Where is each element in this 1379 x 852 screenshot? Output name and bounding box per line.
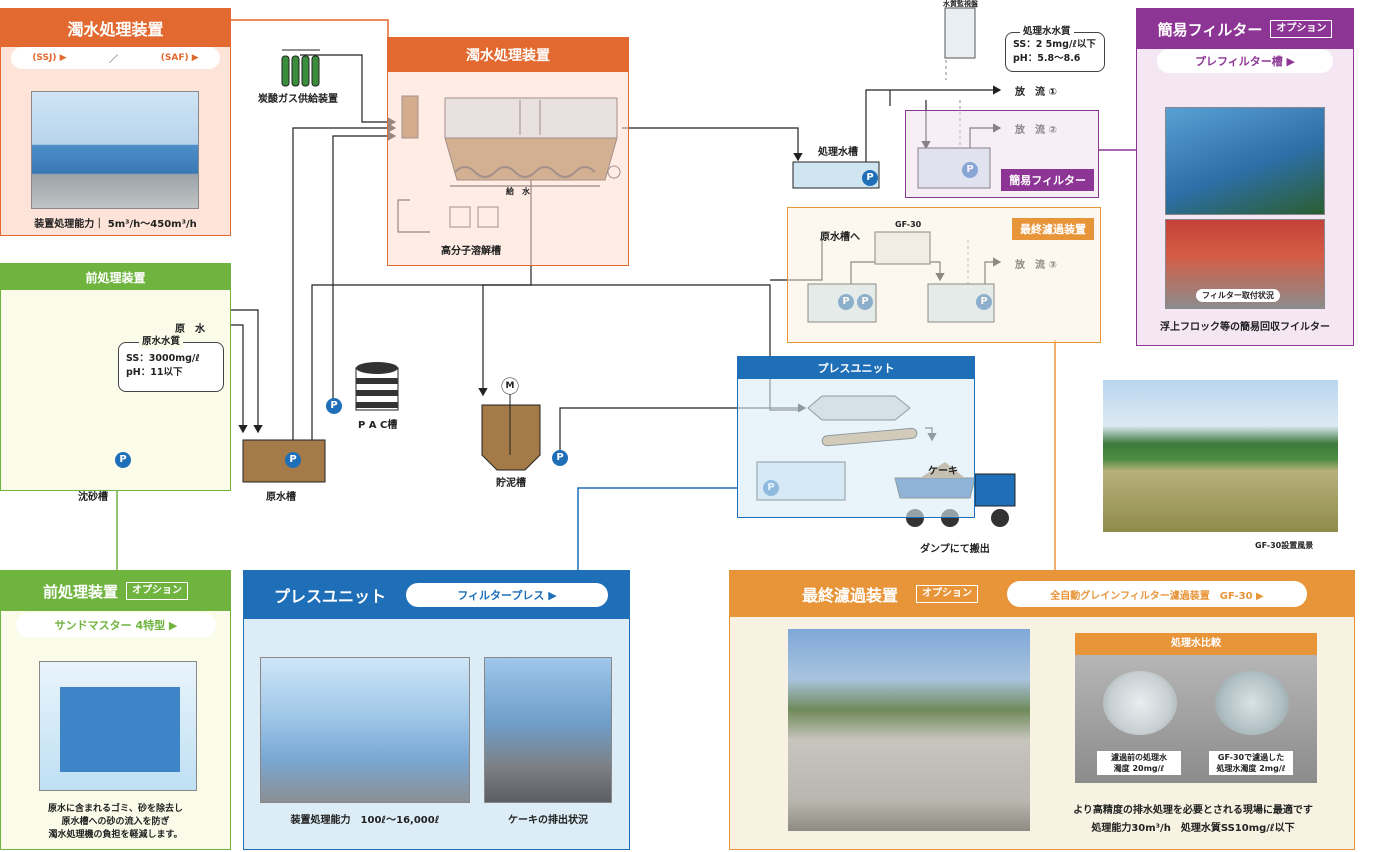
pre-option-header: 前処理装置 オプション <box>1 571 230 611</box>
cake-label: ケーキ <box>928 466 958 477</box>
pretreat-panel: 前処理装置 <box>0 263 231 491</box>
pre-option-badge: オプション <box>126 582 188 600</box>
tab-saf[interactable]: (SAF) ▶ <box>160 53 199 63</box>
label-before-2: 濁度 20mg/ℓ <box>1113 764 1165 773</box>
filter-install-tag: フィルター取付状況 <box>1196 289 1280 302</box>
raw-tank-label: 原水槽 <box>266 492 296 503</box>
pump-icon: P <box>115 452 131 468</box>
monitor-label: 水質監視盤 <box>943 0 978 8</box>
tab-ssj[interactable]: (SSJ) ▶ <box>32 53 67 63</box>
simple-filter-title: 簡易フィルター <box>1157 20 1263 39</box>
turbid-unit-photo <box>31 91 199 209</box>
beaker-after <box>1215 671 1289 735</box>
prefilter-tank-button[interactable]: プレフィルター槽 ▶ <box>1157 49 1333 73</box>
to-raw-tank-label: 原水槽へ <box>820 232 860 243</box>
water-supply-label: 給 水 <box>506 187 530 196</box>
raw-quality-ss: SS：3000mg/ℓ <box>126 353 200 364</box>
raw-quality-title: 原水水質 <box>139 335 184 349</box>
pac-tank-drawing <box>355 362 399 411</box>
press-panel: プレスユニット フィルタープレス ▶ 装置処理能力 100ℓ～16,000ℓ ケ… <box>243 570 630 850</box>
gf30-button[interactable]: 全自動グレインフィルター濾過装置 GF-30 ▶ <box>1007 581 1307 607</box>
pump-icon: P <box>326 398 342 414</box>
simple-filter-box: 簡易フィルター <box>905 110 1099 198</box>
tab-separator: ／ <box>109 54 119 65</box>
label-after-1: GF-30で濾過した <box>1217 753 1285 762</box>
co2-label: 炭酸ガス供給装置 <box>258 94 338 105</box>
press-caption-1: 装置処理能力 100ℓ～16,000ℓ <box>290 815 440 826</box>
beaker-before <box>1103 671 1177 735</box>
raw-quality-ph: pH：11以下 <box>126 367 183 378</box>
dump-label: ダンプにて搬出 <box>920 544 990 555</box>
pump-icon: P <box>285 452 301 468</box>
co2-cylinders <box>281 49 320 87</box>
pre-option-panel: 前処理装置 オプション サンドマスター 4特型 ▶ 原水に含まれるゴミ、砂を除去… <box>0 570 231 850</box>
final-desc-1: より高精度の排水処理を必要とされる現場に最適です <box>1073 805 1313 816</box>
water-compare-box: 処理水比較 濾過前の処理水 濁度 20mg/ℓ GF-30で濾過した 処理水濁度… <box>1075 633 1317 783</box>
turbid-panel: 濁水処理装置 (SSJ) ▶ ／ (SAF) ▶ 装置処理能力｜ 5m³/h～4… <box>0 8 231 236</box>
compare-title: 処理水比較 <box>1075 633 1317 655</box>
label-after-2: 処理水濁度 2mg/ℓ <box>1216 764 1286 773</box>
raw-water-label: 原 水 <box>175 324 205 335</box>
treated-quality-ph: pH：5.8～8.6 <box>1013 53 1081 64</box>
pac-tank-label: P A C槽 <box>358 420 398 431</box>
treated-tank-label: 処理水槽 <box>818 147 858 158</box>
gf30-site-photo <box>1103 380 1338 532</box>
raw-water-quality-callout: 原水水質 SS：3000mg/ℓ pH：11以下 <box>118 335 224 392</box>
raw-tank-drawing <box>242 439 326 483</box>
press-box: プレスユニット <box>737 356 975 518</box>
center-unit-title: 濁水処理装置 <box>388 38 628 72</box>
grit-tank-label: 沈砂槽 <box>78 492 108 503</box>
turbid-capacity: 装置処理能力｜ 5m³/h～450m³/h <box>34 219 197 230</box>
center-unit-panel: 濁水処理装置 <box>387 37 629 266</box>
motor-icon: M <box>502 378 518 394</box>
label-before-1: 濾過前の処理水 <box>1111 753 1167 762</box>
filter-press-button[interactable]: フィルタープレス ▶ <box>406 583 608 607</box>
pre-option-title: 前処理装置 <box>42 582 118 601</box>
pre-option-desc-3: 濁水処理機の負担を軽減します。 <box>48 830 183 840</box>
filter-install-photo: フィルター取付状況 <box>1165 219 1325 309</box>
discharge-1: 放 流 ① <box>1015 87 1057 98</box>
treated-quality-title: 処理水水質 <box>1020 25 1074 39</box>
simple-filter-header: 簡易フィルター オプション <box>1137 9 1353 49</box>
gf30-site-caption: GF-30設置風景 <box>1255 541 1314 550</box>
press-unit-photo <box>260 657 470 803</box>
final-filter-box-label: 最終濾過装置 <box>1012 218 1094 240</box>
press-caption-2: ケーキの排出状況 <box>508 815 588 826</box>
prefilter-photo <box>1165 107 1325 215</box>
sandmaster-button[interactable]: サンドマスター 4特型 ▶ <box>16 613 216 637</box>
treated-quality-callout: 処理水水質 SS：2 5mg/ℓ以下 pH：5.8～8.6 <box>1005 25 1105 72</box>
simple-filter-panel: 簡易フィルター オプション プレフィルター槽 ▶ フィルター取付状況 浮上フロッ… <box>1136 8 1354 346</box>
sandmaster-photo <box>39 661 197 791</box>
final-filter-box: 最終濾過装置 <box>787 207 1101 343</box>
pre-option-desc-1: 原水に含まれるゴミ、砂を除去し <box>47 804 183 814</box>
simple-filter-box-label: 簡易フィルター <box>1001 169 1094 191</box>
label-after: GF-30で濾過した 処理水濁度 2mg/ℓ <box>1209 751 1293 775</box>
pump-icon: P <box>552 450 568 466</box>
final-panel-title: 最終濾過装置 <box>802 586 899 605</box>
final-option-badge: オプション <box>916 585 979 603</box>
turbid-tab-bar[interactable]: (SSJ) ▶ ／ (SAF) ▶ <box>11 47 220 69</box>
simple-filter-option-badge: オプション <box>1270 20 1333 38</box>
label-before: 濾過前の処理水 濁度 20mg/ℓ <box>1097 751 1181 775</box>
press-panel-title: プレスユニット <box>274 587 387 606</box>
gf30-unit-photo <box>788 629 1030 831</box>
gf30-label: GF-30 <box>895 220 922 229</box>
treated-quality-ss: SS：2 5mg/ℓ以下 <box>1013 39 1096 50</box>
final-panel: 最終濾過装置 オプション 全自動グレインフィルター濾過装置 GF-30 ▶ 処理… <box>729 570 1355 850</box>
simple-filter-caption: 浮上フロック等の簡易回収フイルター <box>1160 322 1330 333</box>
pump-icon: P <box>862 170 878 186</box>
polymer-tank-label: 高分子溶解槽 <box>441 246 501 257</box>
turbid-panel-title: 濁水処理装置 <box>1 9 230 47</box>
pretreat-panel-title: 前処理装置 <box>1 264 230 290</box>
pre-option-desc-2: 原水槽への砂の流入を防ぎ <box>61 817 170 827</box>
final-desc-2: 処理能力30m³/h 処理水質SS10mg/ℓ以下 <box>1091 823 1295 834</box>
cake-discharge-photo <box>484 657 612 803</box>
sludge-tank-label: 貯泥槽 <box>496 478 526 489</box>
press-box-title: プレスユニット <box>738 357 974 379</box>
